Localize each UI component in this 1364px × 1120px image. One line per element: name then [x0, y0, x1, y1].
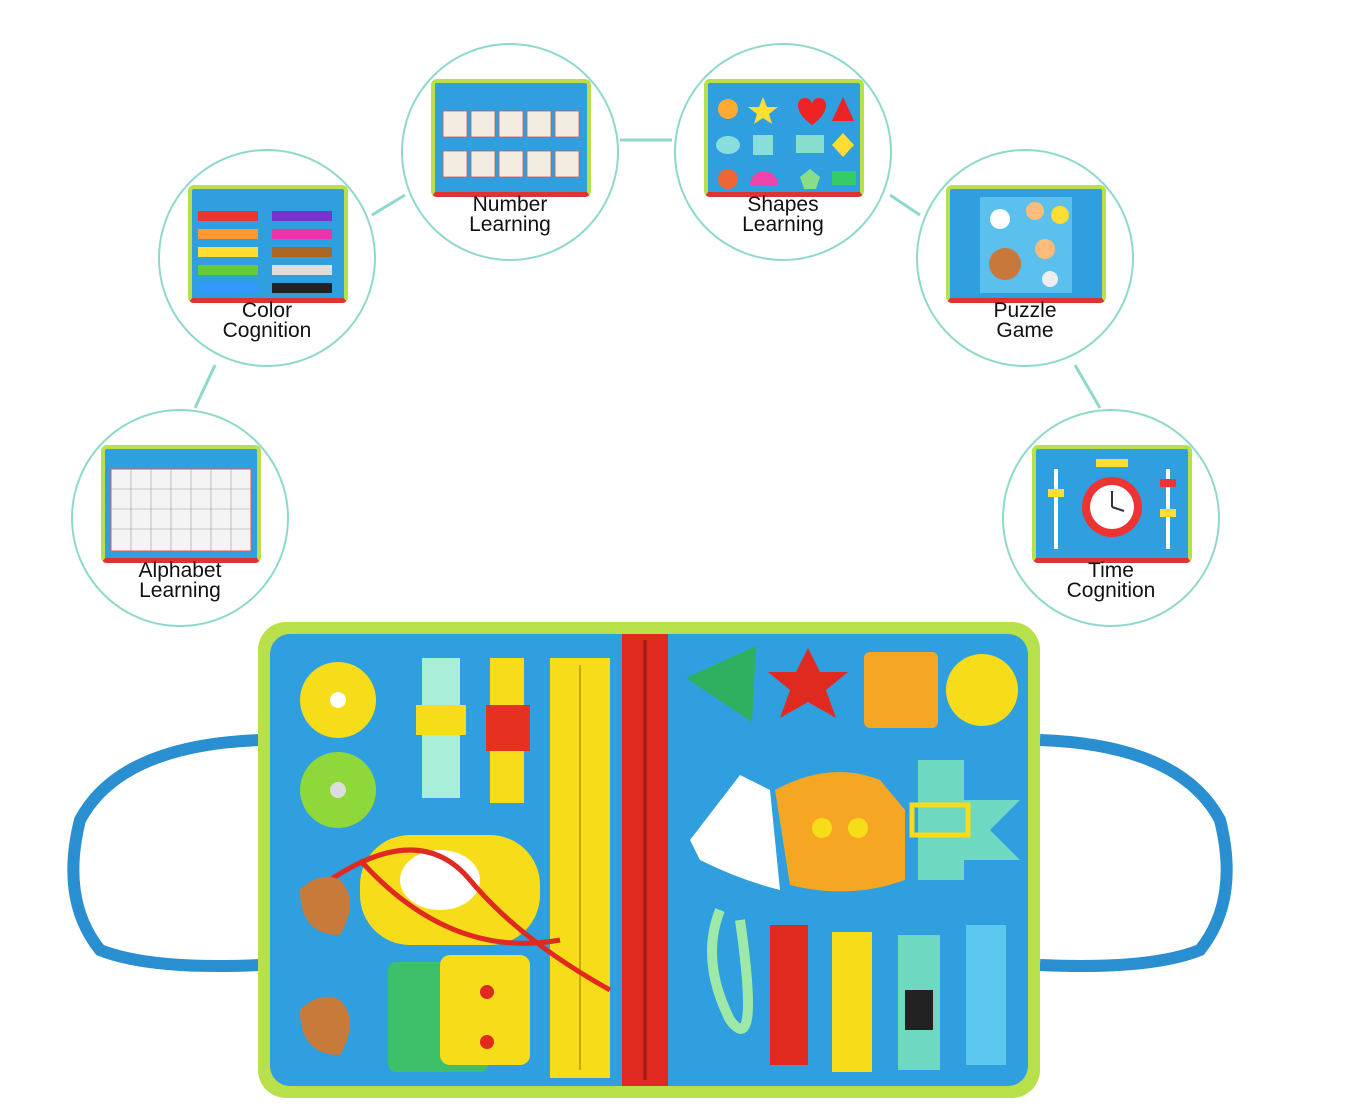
- color-thumbnail: [188, 185, 348, 303]
- buckles: [416, 658, 530, 803]
- left-handle: [67, 734, 261, 972]
- blue-velcro: [966, 925, 1006, 1065]
- right-handle: [1039, 734, 1233, 972]
- feature-label: Time: [1088, 559, 1134, 582]
- feature-label: Game: [996, 319, 1054, 342]
- feature-label: Number: [472, 193, 548, 216]
- number-thumbnail: [431, 79, 591, 197]
- feature-label: Cognition: [1066, 579, 1156, 602]
- feature-label: Puzzle: [993, 299, 1057, 322]
- feature-label: Alphabet: [138, 559, 222, 582]
- red-strap: [770, 925, 808, 1065]
- feature-label: Color: [241, 299, 293, 322]
- feature-label: Learning: [139, 579, 221, 602]
- shirt-piece: [775, 772, 905, 892]
- snap-panel: [440, 955, 530, 1065]
- feature-label: Learning: [742, 213, 824, 236]
- feature-label: Shapes: [747, 193, 819, 216]
- heart-pieces: [300, 876, 350, 1055]
- feature-label: Learning: [469, 213, 551, 236]
- time-thumbnail: [1032, 445, 1192, 563]
- alphabet-thumbnail: [101, 445, 261, 563]
- shapes-thumbnail: [704, 79, 864, 197]
- square-shape: [864, 652, 938, 728]
- circle-shape: [946, 654, 1018, 726]
- shoelace: [707, 908, 753, 1034]
- flower-buttons: [300, 662, 376, 828]
- puzzle-thumbnail: [946, 185, 1106, 303]
- lacing-shoe: [328, 835, 612, 993]
- yellow-strap: [832, 932, 872, 1072]
- feature-label: Cognition: [222, 319, 312, 342]
- triangle-shape: [686, 646, 756, 722]
- duck-collar: [690, 775, 780, 890]
- star-shape: [768, 648, 848, 718]
- overall-strap: [909, 760, 1020, 880]
